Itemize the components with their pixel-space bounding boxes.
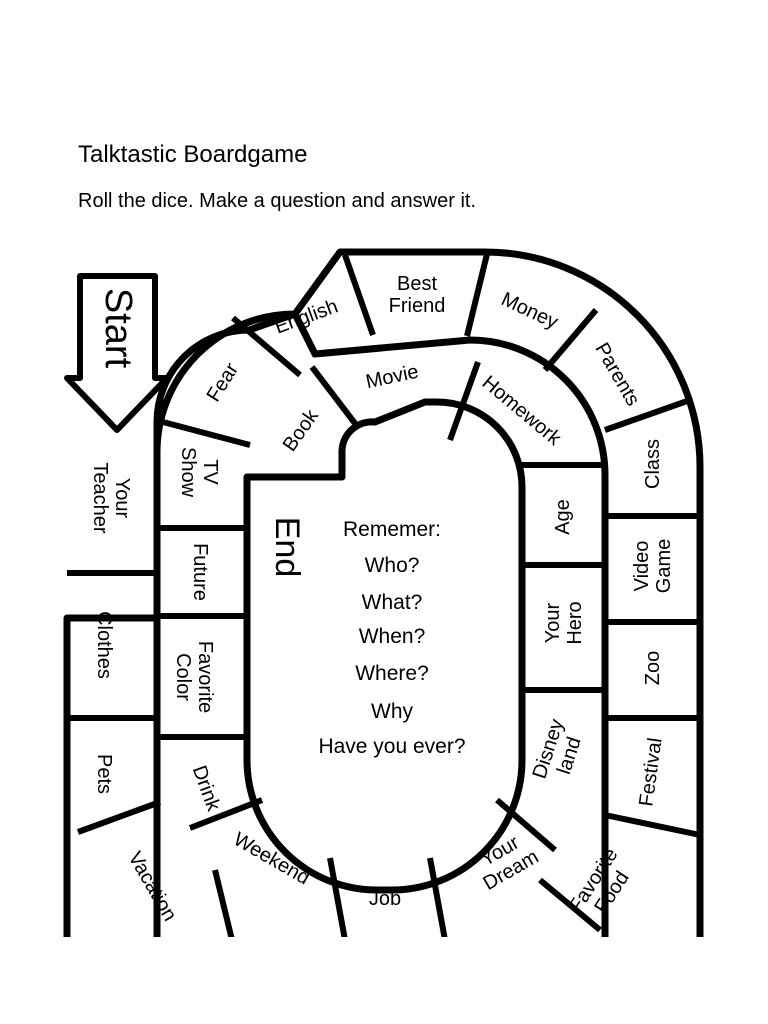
board-space-line: Best [397, 273, 437, 295]
board-space-line: Clothes [93, 611, 115, 679]
board-space-parents: Parents [590, 339, 644, 410]
board-space-line: Class [642, 439, 664, 489]
board-space-fear: Fear [203, 359, 244, 406]
reminder-item: Why [371, 700, 414, 723]
reminder-item: Have you ever? [318, 735, 465, 758]
outer-dividers [67, 253, 701, 937]
reminder-item: What? [362, 591, 423, 614]
board-space-line: Age [552, 499, 574, 535]
board-space-book: Book [279, 405, 324, 456]
board-space-vacation: Vacation [124, 848, 181, 925]
board-space-line: Drink [188, 763, 225, 815]
middle-track-border [153, 310, 609, 937]
start-label: Start [97, 288, 139, 369]
board-space-line: Pets [93, 754, 115, 794]
board-space-tv-show: TVShow [177, 447, 221, 498]
board-space-your-dream: YourDream [469, 827, 543, 895]
board-space-your-teacher: YourTeacher [89, 462, 133, 533]
board-space-line: TV [199, 459, 221, 485]
board-space-class: Class [642, 439, 664, 489]
board-space-drink: Drink [188, 763, 225, 815]
board-space-line: Teacher [89, 462, 111, 533]
reminder-item: Where? [355, 662, 429, 685]
instructions: Roll the dice. Make a question and answe… [78, 190, 476, 212]
board-space-line: Job [369, 888, 401, 910]
board-space-line: Hero [564, 601, 586, 644]
board-space-line: Festival [635, 736, 666, 807]
board-space-line: Book [279, 405, 324, 456]
board-space-line: Color [172, 653, 194, 701]
board-space-zoo: Zoo [642, 651, 664, 685]
board-space-line: Your [542, 602, 564, 643]
board-space-video-game: VideoGame [631, 539, 675, 593]
board-space-future: Future [189, 543, 211, 601]
board-space-movie: Movie [364, 361, 421, 394]
board-space-line: Money [498, 288, 562, 333]
reminder-heading: Rememer: [343, 518, 441, 541]
board-space-money: Money [498, 288, 562, 333]
board-space-line: Video [631, 541, 653, 592]
board-space-line: Fear [203, 359, 244, 406]
board-space-line: Friend [389, 295, 446, 317]
board-space-line: Zoo [642, 651, 664, 685]
board-space-line: Homework [478, 372, 566, 451]
board-space-your-hero: YourHero [542, 601, 586, 644]
board-space-line: Vacation [124, 848, 181, 925]
board-space-favorite-color: FavoriteColor [172, 641, 216, 713]
board-space-clothes: Clothes [93, 611, 115, 679]
board-space-line: Future [189, 543, 211, 601]
game-board: Start End Rememer: Who? What? When? Wher… [63, 248, 704, 937]
end-label: End [268, 517, 306, 578]
board-space-line: Game [653, 539, 675, 593]
board-space-festival: Festival [635, 736, 666, 807]
board-space-line: Show [177, 447, 199, 498]
board-space-homework: Homework [478, 372, 566, 451]
reminder-box: Rememer: Who? What? When? Where? Why Hav… [318, 518, 465, 758]
start-arrow [64, 273, 170, 433]
reminder-item: When? [359, 625, 426, 648]
inner-track-border [243, 398, 526, 894]
board-space-line: Favorite [194, 641, 216, 713]
page-title: Talktastic Boardgame [78, 141, 308, 168]
board-space-disney-land: Disneyland [529, 716, 590, 788]
inner-dividers [157, 360, 605, 937]
board-space-pets: Pets [93, 754, 115, 794]
board-space-line: Movie [364, 361, 421, 394]
reminder-item: Who? [365, 554, 420, 577]
outer-track-border [63, 248, 704, 937]
board-space-job: Job [369, 888, 401, 910]
board-space-line: Your [111, 478, 133, 519]
board-space-line: Parents [590, 339, 644, 410]
board-space-age: Age [552, 499, 574, 535]
